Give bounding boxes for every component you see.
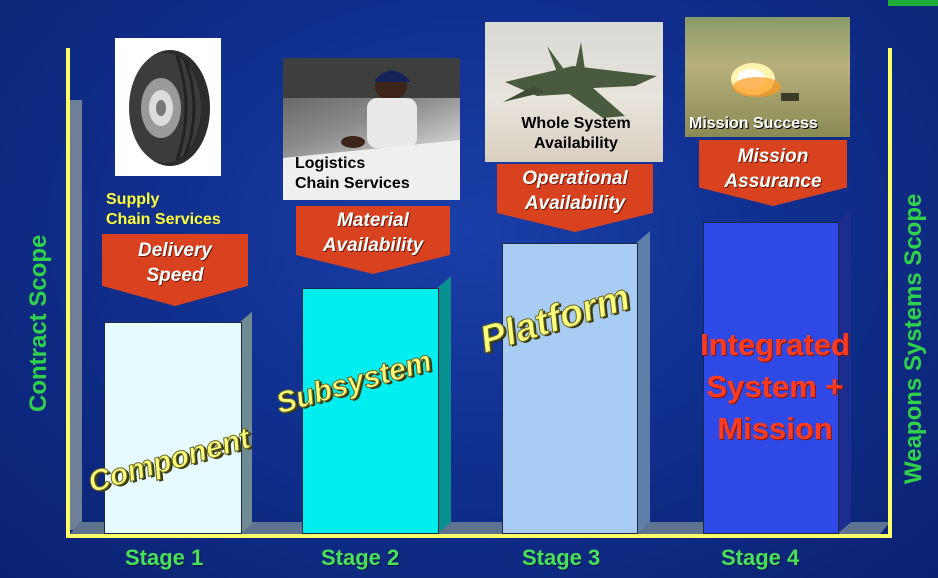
contract-scope-label: Contract Scope [25,234,52,412]
banner-3-line-2: Availability [524,193,626,214]
integrated-line-3: Mission [717,411,833,446]
stage-1-label: Stage 1 [125,545,204,570]
banner-operational-availability: Operational Availability [497,164,653,232]
explosion-photo: Mission Success [685,17,850,137]
banner-3-line-1: Operational [522,168,628,189]
left-axis [66,48,70,538]
stage-4-label: Stage 4 [721,545,800,570]
banner-2-line-1: Material [337,210,409,231]
caption-3-line-1: Whole System [521,115,631,132]
integrated-line-1: Integrated [700,327,850,362]
back-wall [70,100,82,530]
tire-icon [115,38,221,176]
bar-stage-1 [104,322,242,534]
worker-photo: Logistics Chain Services [283,58,460,200]
integrated-line-2: System + [706,369,844,404]
corner-accent [888,0,938,6]
weapons-systems-scope-label: Weapons Systems Scope [900,193,927,484]
bar-stage-3 [502,243,638,534]
banner-delivery-speed: Delivery Speed [102,234,248,306]
mission-success-caption: Mission Success [689,115,818,132]
caption-3-line-2: Availability [534,135,618,152]
banner-2-line-2: Availability [322,235,424,256]
banner-mission-assurance: Mission Assurance [699,140,847,206]
service-line-1: Supply [106,191,160,208]
whole-system-caption: Whole System Availability [509,114,643,154]
service-line-2: Chain Services [106,211,221,228]
banner-4-line-1: Mission [737,146,809,167]
stage-2-label: Stage 2 [321,545,400,570]
banner-1-line-1: Delivery [138,240,212,261]
bottom-axis [66,534,892,538]
right-axis [888,48,892,538]
bar-stage-4 [703,222,839,534]
bar-2-side [437,276,451,534]
jet-photo: Whole System Availability [485,22,663,162]
supply-chain-services-label: Supply Chain Services [106,190,221,230]
caption-2-line-1: Logistics [295,155,366,172]
bar-3-side [636,231,650,534]
logistics-caption: Logistics Chain Services [295,154,410,194]
caption-2-line-2: Chain Services [295,175,410,192]
banner-1-line-2: Speed [146,265,204,286]
banner-material-availability: Material Availability [296,206,450,274]
banner-4-line-2: Assurance [724,171,822,192]
bar-stage-2 [302,288,439,534]
integrated-system-mission-label: Integrated System + Mission [680,324,870,450]
stage-3-label: Stage 3 [522,545,601,570]
